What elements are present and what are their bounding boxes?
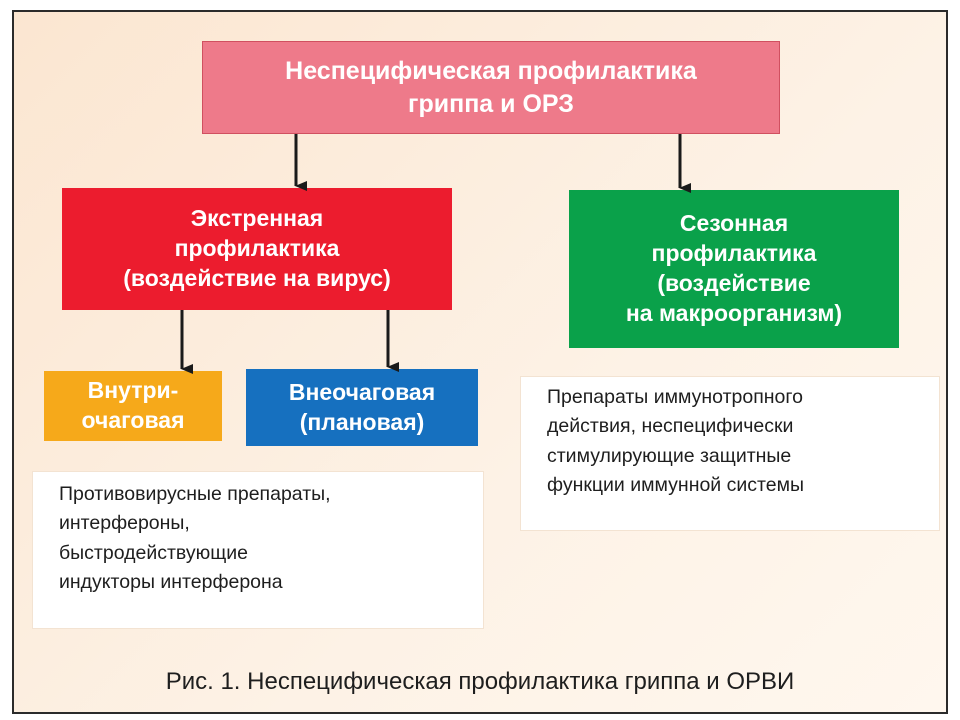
seasonal-prophylaxis-label: Сезонная профилактика (воздействие на ма… <box>625 210 843 326</box>
root-node-nonspecific-prophylaxis: Неспецифическая профилактика гриппа и ОР… <box>202 41 780 134</box>
emergency-prophylaxis-node: Экстренная профилактика (воздействие на … <box>62 188 452 310</box>
diagram-frame: Неспецифическая профилактика гриппа и ОР… <box>12 10 948 714</box>
root-node-label: Неспецифическая профилактика гриппа и ОР… <box>285 57 697 118</box>
seasonal-prophylaxis-node: Сезонная профилактика (воздействие на ма… <box>569 190 899 348</box>
intra-focal-node: Внутри- очаговая <box>44 371 222 441</box>
intra-focal-label: Внутри- очаговая <box>81 377 185 433</box>
antiviral-drugs-textbox: Противовирусные препараты, интерфероны, … <box>32 471 484 629</box>
immunotropic-drugs-textbox: Препараты иммунотропного действия, неспе… <box>520 376 940 531</box>
connector-arrows <box>180 134 691 374</box>
emergency-prophylaxis-label: Экстренная профилактика (воздействие на … <box>123 205 391 291</box>
extra-focal-label: Внеочаговая (плановая) <box>288 378 436 435</box>
figure-caption: Рис. 1. Неспецифическая профилактика гри… <box>165 668 795 695</box>
extra-focal-planned-node: Внеочаговая (плановая) <box>246 369 478 446</box>
